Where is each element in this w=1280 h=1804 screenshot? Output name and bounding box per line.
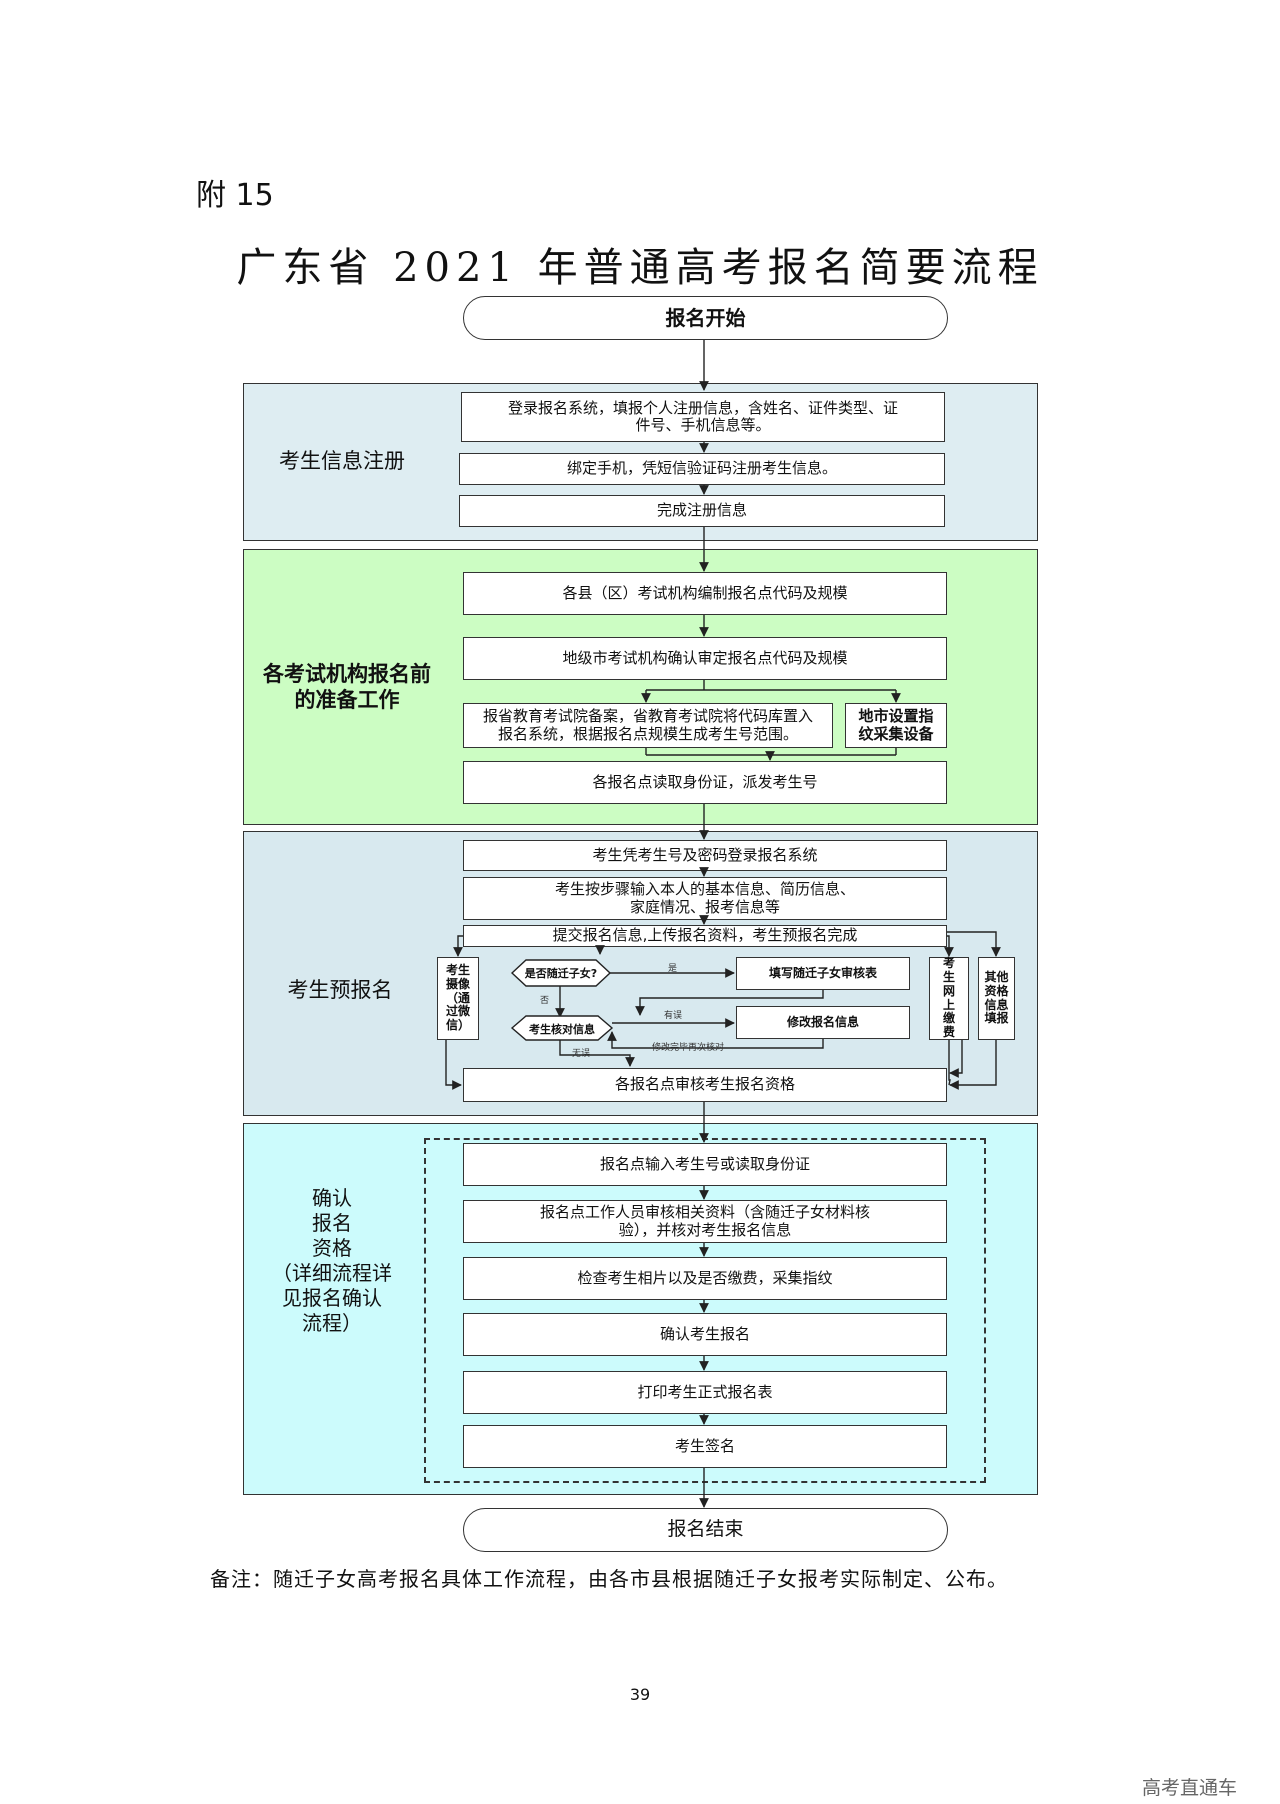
prepare-step-5: 各报名点读取身份证，派发考生号	[463, 761, 947, 804]
confirm-step-3: 检查考生相片以及是否缴费，采集指纹	[463, 1257, 947, 1300]
pre-step-1: 考生凭考生号及密码登录报名系统	[463, 840, 947, 871]
watermark: 高考直通车	[1142, 1777, 1238, 1799]
decision-migrant-shape	[510, 959, 612, 987]
decision-check-shape	[510, 1015, 614, 1041]
confirm-label: 确认 报名 资格 （详细流程详 见报名确认 流程）	[272, 1186, 392, 1335]
footnote: 备注：随迁子女高考报名具体工作流程，由各市县根据随迁子女报考实际制定、公布。	[210, 1567, 1008, 1591]
label-error: 有误	[664, 1011, 683, 1021]
confirm-step-5: 打印考生正式报名表	[463, 1371, 947, 1414]
confirm-step-2: 报名点工作人员审核相关资料（含随迁子女材料核验），并核对考生报名信息	[463, 1200, 947, 1243]
pre-side-other: 其他资格信息填报	[978, 957, 1015, 1040]
pre-side-photo: 考生摄像（通过微信）	[437, 957, 479, 1040]
pre-modify-info: 修改报名信息	[736, 1006, 910, 1039]
decision-migrant: 是否随迁子女?	[524, 967, 598, 980]
end-node: 报名结束	[463, 1508, 948, 1552]
register-step-2: 绑定手机，凭短信验证码注册考生信息。	[459, 453, 945, 485]
start-node: 报名开始	[463, 296, 948, 340]
prepare-step-1: 各县（区）考试机构编制报名点代码及规模	[463, 572, 947, 615]
label-ok: 无误	[572, 1049, 591, 1059]
prepare-fingerprint: 地市设置指纹采集设备	[845, 703, 947, 748]
pre-register-label: 考生预报名	[287, 978, 393, 1002]
confirm-step-6: 考生签名	[463, 1425, 947, 1468]
pre-side-pay: 考生网上缴费	[929, 956, 969, 1040]
confirm-step-1: 报名点输入考生号或读取身份证	[463, 1143, 947, 1186]
prepare-label: 各考试机构报名前的准备工作	[263, 662, 431, 713]
pre-step-3: 提交报名信息,上传报名资料，考生预报名完成	[463, 925, 947, 947]
confirm-step-4: 确认考生报名	[463, 1313, 947, 1356]
pre-fill-migrant: 填写随迁子女审核表	[736, 957, 910, 990]
prepare-step-3: 报省教育考试院备案，省教育考试院将代码库置入报名系统，根据报名点规模生成考生号范…	[463, 703, 833, 748]
label-recheck: 修改完毕再次核对	[652, 1043, 725, 1053]
register-step-3: 完成注册信息	[459, 495, 945, 527]
prepare-step-2: 地级市考试机构确认审定报名点代码及规模	[463, 637, 947, 680]
register-step-1: 登录报名系统，填报个人注册信息，含姓名、证件类型、证件号、手机信息等。	[461, 392, 945, 442]
page-title: 广东省 2021 年普通高考报名简要流程	[236, 245, 1044, 291]
label-no: 否	[540, 996, 550, 1006]
page-number: 39	[629, 1685, 651, 1704]
register-label: 考生信息注册	[279, 449, 405, 473]
pre-step-4: 各报名点审核考生报名资格	[463, 1068, 947, 1102]
label-yes: 是	[668, 964, 678, 974]
decision-check: 考生核对信息	[529, 1023, 595, 1036]
appendix-label: 附 15	[196, 178, 274, 213]
